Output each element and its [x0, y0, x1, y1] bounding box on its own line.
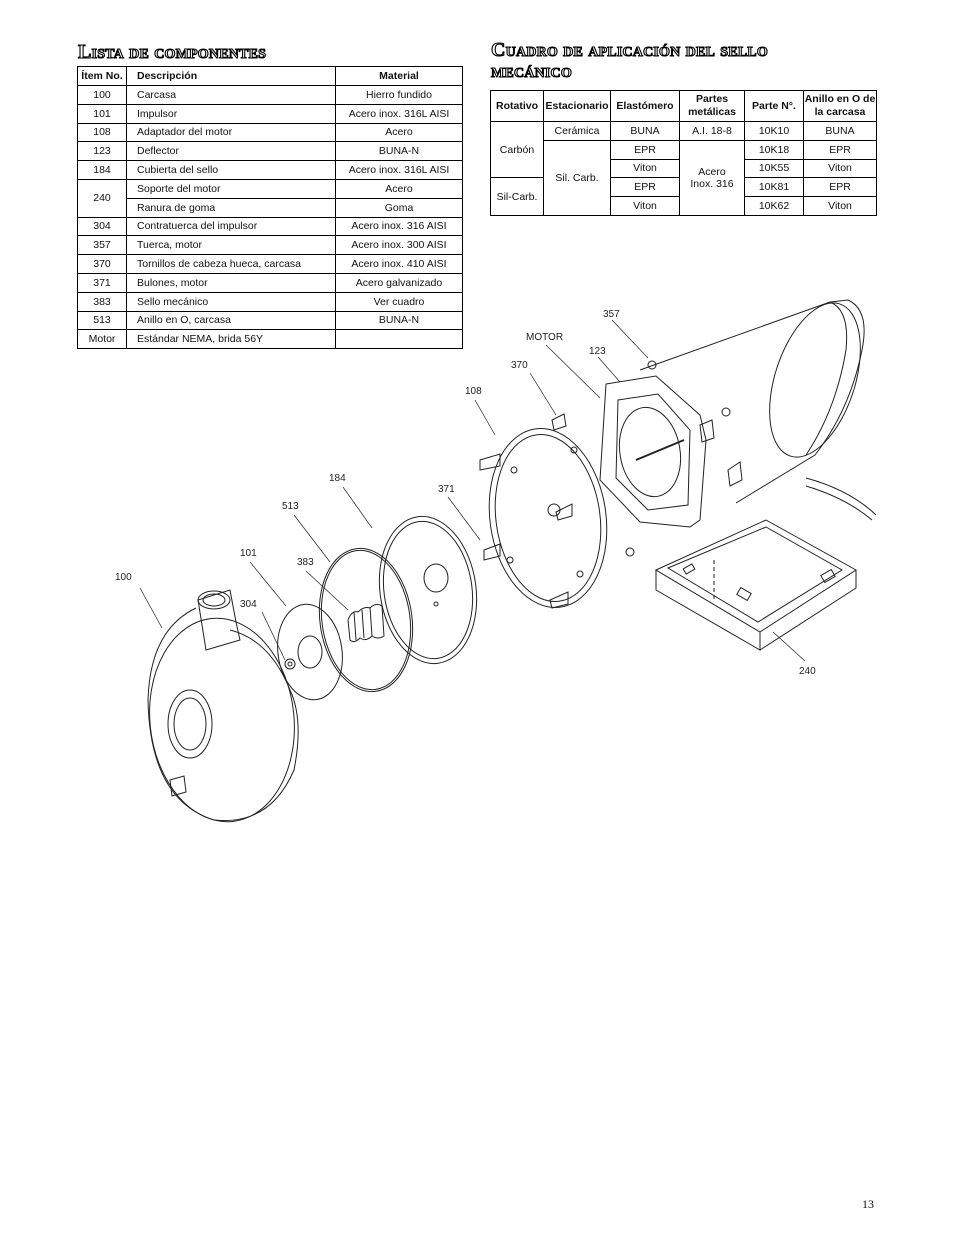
header-item-no: Ítem No.	[77, 66, 127, 86]
table-row: Viton 10K62 Viton	[491, 196, 877, 216]
pump-casing-drawing	[147, 589, 299, 823]
item-no: 370	[77, 254, 127, 274]
label-383: 383	[297, 557, 314, 568]
partes-metalicas-cell: A.I. 18-8	[679, 121, 745, 141]
material: Acero inox. 316L AISI	[335, 160, 463, 180]
o-ring-drawing	[318, 547, 414, 693]
material: Acero	[335, 122, 463, 143]
parts-list-title: Lista de componentes	[77, 41, 267, 63]
impeller-drawing	[277, 603, 343, 701]
label-513: 513	[282, 501, 299, 512]
elastomero-cell: Viton	[610, 196, 680, 216]
header-estacionario: Estacionario	[543, 90, 611, 122]
item-no: 108	[77, 122, 127, 143]
header-material: Material	[335, 66, 463, 86]
description: Tuerca, motor	[126, 235, 336, 256]
material: Goma	[335, 197, 463, 218]
label-371: 371	[438, 484, 455, 495]
seal-chart-title: Cuadro de aplicación del sello mecánico	[490, 39, 768, 82]
anillo-o-cell: Viton	[803, 158, 877, 179]
label-123: 123	[589, 346, 606, 357]
rotativo-cell: Sil-Carb.	[490, 177, 544, 216]
header-elastomero: Elastómero	[610, 90, 680, 122]
anillo-o-cell: EPR	[803, 177, 877, 198]
mechanical-seal-drawing	[347, 603, 385, 643]
material	[335, 329, 463, 350]
header-partes-metalicas: Partes metálicas	[679, 90, 745, 122]
seal-cover-drawing	[378, 515, 478, 665]
bolts-drawing	[479, 413, 573, 609]
label-240: 240	[799, 666, 816, 677]
motor-support-drawing	[654, 519, 857, 651]
header-rotativo: Rotativo	[490, 90, 544, 122]
label-motor: MOTOR	[526, 332, 564, 343]
header-anillo-o: Anillo en O de la carcasa	[803, 90, 877, 122]
page-number: 13	[862, 1197, 874, 1211]
label-100: 100	[115, 572, 132, 583]
material: Acero	[335, 178, 463, 199]
label-370: 370	[511, 360, 528, 371]
elastomero-cell: EPR	[610, 139, 680, 160]
description: Contratuerca del impulsor	[126, 216, 336, 237]
label-184: 184	[329, 473, 346, 484]
seal-chart-title-line1: Cuadro de aplicación del sello	[490, 39, 768, 61]
label-108: 108	[465, 386, 482, 397]
description: Sello mecánico	[126, 291, 336, 312]
parte-no-cell: 10K81	[744, 177, 804, 198]
parte-no-cell: 10K62	[744, 196, 804, 216]
table-row: Sil. Carb. EPR Acero Inox. 316 10K18 EPR	[491, 139, 877, 216]
item-no: 513	[77, 310, 127, 331]
seal-chart-title-line2: mecánico	[490, 60, 572, 82]
leader-lines	[139, 319, 806, 662]
table-row: Viton 10K55 Viton	[491, 158, 877, 179]
description: Impulsor	[126, 103, 336, 124]
label-101: 101	[240, 548, 257, 559]
elastomero-cell: Viton	[610, 158, 680, 179]
table-header-row: Rotativo Estacionario Elastómero Partes …	[490, 90, 877, 122]
header-parte-no: Parte N°.	[744, 90, 804, 122]
table-row: Carbón Cerámica BUNA A.I. 18-8 10K10 BUN…	[490, 120, 877, 179]
description: Deflector	[126, 141, 336, 162]
header-description: Descripción	[126, 66, 336, 86]
description: Estándar NEMA, brida 56Y	[126, 329, 336, 350]
seal-application-table: Rotativo Estacionario Elastómero Partes …	[490, 90, 877, 216]
description: Adaptador del motor	[126, 122, 336, 143]
anillo-o-cell: Viton	[803, 196, 877, 216]
description: Soporte del motor	[126, 178, 336, 199]
description: Bulones, motor	[126, 272, 336, 293]
anillo-o-cell: BUNA	[803, 121, 877, 141]
material: Acero inox. 316L AISI	[335, 103, 463, 124]
elastomero-cell: EPR	[610, 177, 680, 198]
impeller-nut-drawing	[284, 658, 296, 670]
motor-adapter-drawing	[488, 428, 608, 608]
material: Acero inox. 316 AISI	[335, 216, 463, 237]
label-357: 357	[603, 309, 620, 320]
material: BUNA-N	[335, 141, 463, 162]
item-no: Motor	[77, 329, 127, 350]
label-304: 304	[240, 599, 257, 610]
estacionario-cell: Sil. Carb.	[543, 139, 611, 216]
table-row: Sil-Carb. EPR 10K81 EPR	[490, 177, 877, 216]
item-no: 357	[77, 235, 127, 256]
material: Hierro fundido	[335, 85, 463, 105]
motor-drawing	[599, 299, 877, 557]
anillo-o-cell: EPR	[803, 139, 877, 160]
material: Acero inox. 300 AISI	[335, 235, 463, 256]
table-header-row: Ítem No. Descripción Material	[77, 66, 463, 86]
item-no: 240	[77, 178, 127, 218]
description: Ranura de goma	[126, 197, 336, 218]
